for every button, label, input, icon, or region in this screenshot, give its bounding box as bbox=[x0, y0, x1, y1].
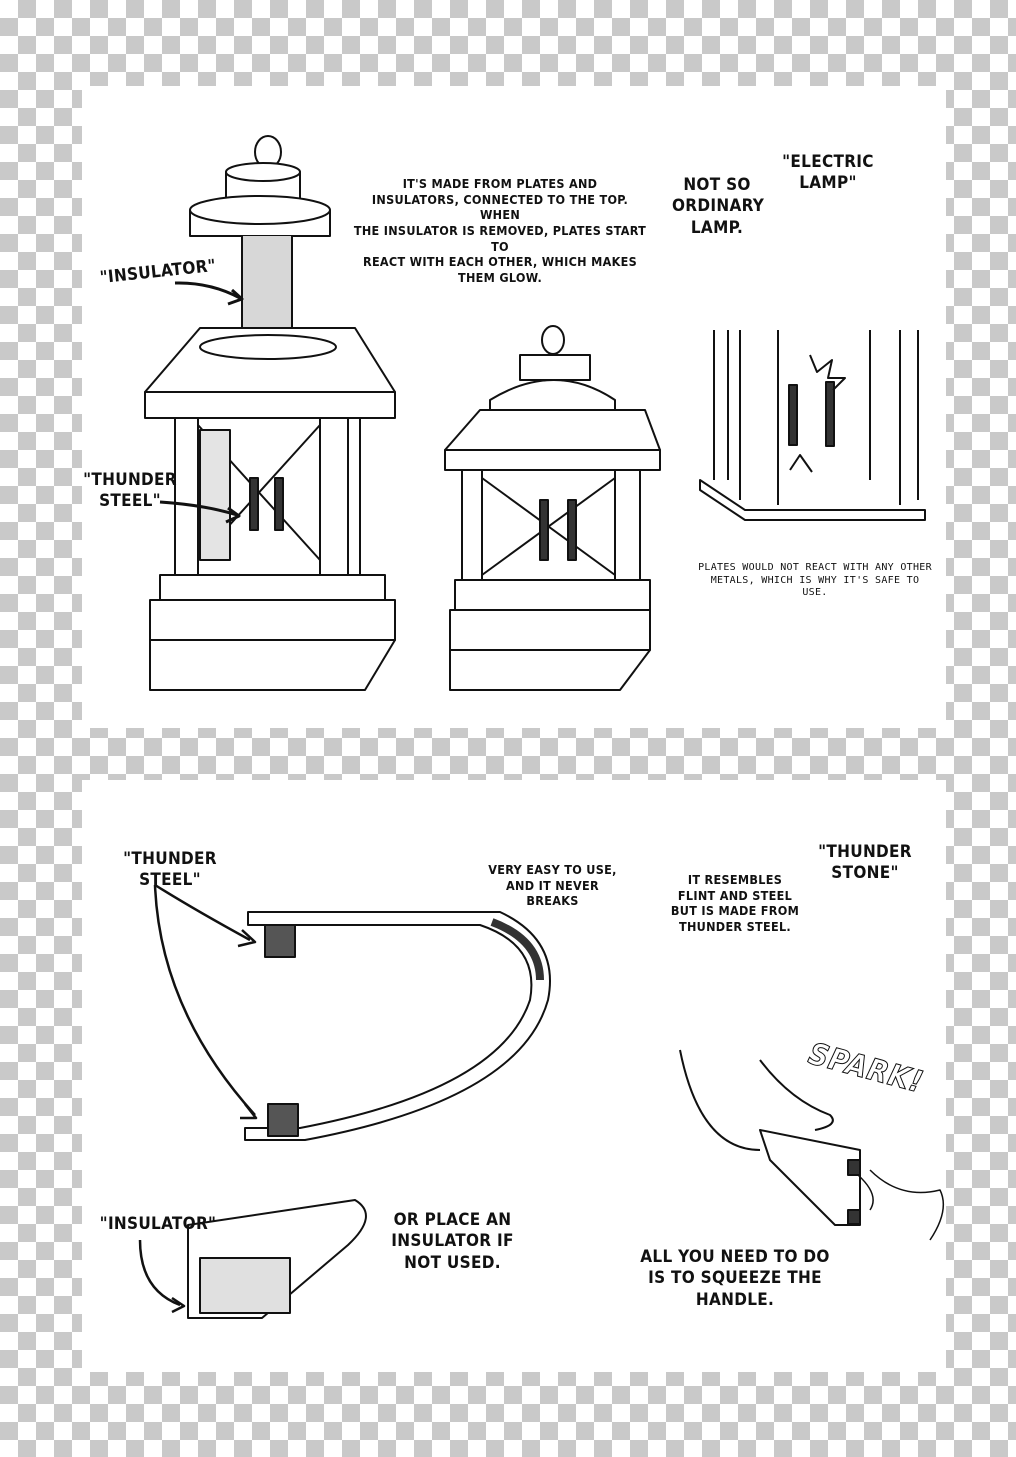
electric-lamp-title: "ELECTRIC LAMP" bbox=[782, 152, 874, 194]
place-insulator-note: OR PLACE AN INSULATOR IF NOT USED. bbox=[391, 1210, 514, 1273]
electric-lamp-closeup bbox=[699, 330, 926, 521]
resembles-flint-note: IT RESEMBLES FLINT AND STEEL BUT IS MADE… bbox=[670, 872, 800, 934]
thunder-steel-arrow-bottom bbox=[153, 884, 256, 1116]
large-lantern-drawing bbox=[144, 135, 396, 691]
small-lantern-drawing bbox=[444, 325, 661, 691]
easy-to-use-note: VERY EASY TO USE, AND IT NEVER BREAKS bbox=[488, 862, 617, 909]
insulator-drawing bbox=[187, 1199, 367, 1319]
thunder-steel-label-bottom: "THUNDER STEEL" bbox=[123, 849, 217, 891]
insulator-arrow-bottom bbox=[138, 1239, 181, 1307]
thunder-stone-drawing bbox=[244, 911, 551, 1141]
insulator-label-bottom: "INSULATOR" bbox=[99, 1214, 217, 1234]
hand-squeezing-drawing bbox=[679, 1049, 945, 1241]
thunder-steel-label-top: "THUNDER STEEL" bbox=[83, 470, 177, 512]
thunder-steel-arrow bbox=[159, 500, 238, 517]
safety-note: PLATES WOULD NOT REACT WITH ANY OTHER ME… bbox=[698, 562, 932, 598]
not-so-ordinary-lamp: NOT SO ORDINARY LAMP. bbox=[672, 175, 765, 238]
thunder-stone-title: "THUNDER STONE" bbox=[818, 842, 912, 884]
lamp-description: IT'S MADE FROM PLATES AND INSULATORS, CO… bbox=[353, 176, 647, 285]
squeeze-handle-note: ALL YOU NEED TO DO IS TO SQUEEZE THE HAN… bbox=[640, 1247, 830, 1310]
insulator-arrow bbox=[174, 281, 241, 300]
